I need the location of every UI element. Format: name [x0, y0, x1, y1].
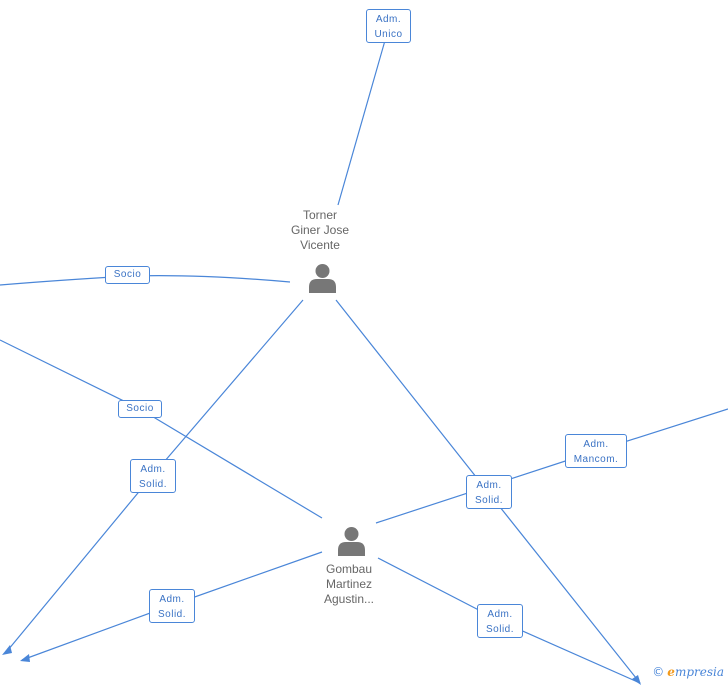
edge-torner-adm-unico [337, 29, 389, 206]
person-name-torner[interactable]: Torner Giner Jose Vicente [290, 208, 350, 252]
role-adm-solid-left[interactable]: Adm. Solid. [130, 459, 176, 493]
person-icon[interactable] [337, 526, 366, 556]
empresia-logo: ©empresia [652, 665, 724, 679]
role-socio-mid[interactable]: Socio [118, 400, 162, 418]
role-adm-mancom[interactable]: Adm. Mancom. [565, 434, 627, 468]
arrowhead-bottom-left-a [2, 645, 12, 655]
edge-gombau-right [375, 408, 728, 524]
person-icon[interactable] [308, 263, 337, 293]
role-adm-solid-center[interactable]: Adm. Solid. [466, 475, 512, 509]
role-socio-top[interactable]: Socio [105, 266, 150, 284]
arrowhead-bottom-right [632, 675, 641, 685]
role-adm-unico[interactable]: Adm. Unico [366, 9, 411, 43]
role-adm-solid-bottom-right[interactable]: Adm. Solid. [477, 604, 523, 638]
arrowhead-bottom-left-b [20, 654, 30, 662]
role-adm-solid-bottom-left[interactable]: Adm. Solid. [149, 589, 195, 623]
person-name-gombau[interactable]: Gombau Martinez Agustin... [323, 562, 375, 606]
